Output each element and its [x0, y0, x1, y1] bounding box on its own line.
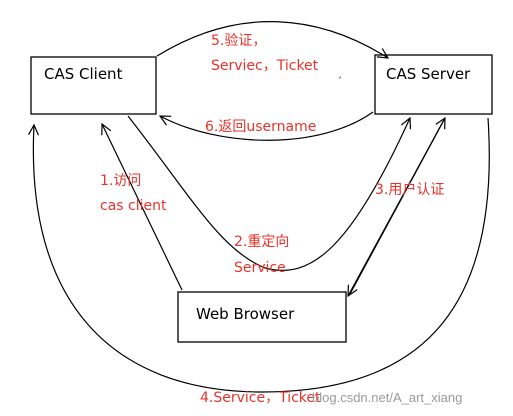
cas-client-node: CAS Client — [30, 56, 157, 115]
arrow-step4 — [33, 117, 490, 393]
step5-label-line2: Serviec，Ticket — [211, 58, 319, 74]
step6-label: 6.返回username — [205, 119, 316, 135]
cas-server-node: CAS Server — [374, 54, 493, 115]
step3-label: 3.用户认证 — [375, 181, 444, 198]
web-browser-box — [177, 291, 347, 343]
cas-server-box — [374, 54, 493, 115]
web-browser-node: Web Browser — [177, 291, 347, 343]
web-browser-label: Web Browser — [196, 305, 295, 323]
step5-label-line1: 5.验证， — [211, 33, 266, 49]
step1-label-line1: 1.访问 — [100, 173, 141, 189]
cas-client-label: CAS Client — [44, 65, 123, 83]
arrow-step5 — [156, 21, 388, 58]
stray-mark: ˏ — [337, 68, 342, 79]
step4-label: 4.Service，Ticket — [200, 390, 321, 406]
arrow-step2 — [127, 115, 410, 272]
watermark: blog.csdn.net/A_art_xiang — [312, 390, 462, 405]
step2-label-line1: 2.重定向 — [234, 234, 289, 250]
cas-server-label: CAS Server — [386, 65, 471, 83]
step1-label-line2: cas client — [100, 198, 167, 214]
step2-label-line2: Service — [234, 260, 286, 276]
cas-client-box — [30, 56, 157, 115]
arrow-step3-down — [348, 117, 446, 296]
arrow-step1 — [102, 124, 183, 291]
arrow-step6 — [160, 111, 374, 141]
